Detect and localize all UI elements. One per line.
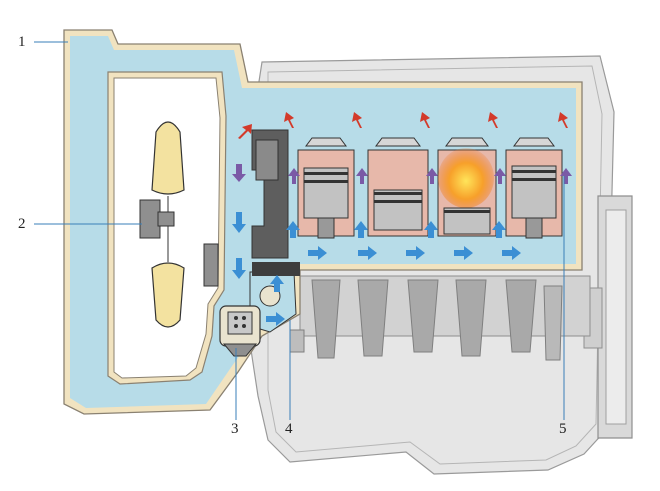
flow-arrow-icon — [266, 312, 285, 326]
flow-arrow-icon — [358, 246, 377, 260]
callout-2: 2 — [18, 216, 26, 232]
cylinders — [297, 137, 563, 239]
flow-arrow-icon — [406, 246, 425, 260]
flow-arrow-icon — [454, 246, 473, 260]
flow-arrow-icon — [492, 221, 506, 238]
flow-arrow-icon — [232, 212, 246, 233]
cylinder-4 — [505, 137, 563, 239]
flow-arrow-icon — [232, 164, 246, 182]
coolant-flow-arrows — [232, 212, 521, 326]
flow-arrow-icon — [426, 168, 438, 184]
cylinder-3 — [437, 137, 497, 237]
piston-icon — [303, 167, 349, 219]
callout-4: 4 — [285, 421, 293, 437]
flow-arrow-icon — [238, 124, 252, 139]
flow-arrow-icon — [284, 112, 294, 128]
radiator-cap-block — [203, 243, 219, 287]
crankshaft — [289, 275, 591, 361]
flow-arrow-icon — [286, 221, 300, 238]
flow-arrow-icon — [560, 168, 572, 184]
callout-1: 1 — [18, 34, 26, 50]
flow-arrow-icon — [356, 168, 368, 184]
leader-lines — [34, 41, 565, 420]
flow-arrow-icon — [288, 168, 300, 184]
flow-arrow-icon — [488, 112, 498, 128]
flow-arrow-icon — [308, 246, 327, 260]
flow-arrow-icon — [424, 221, 438, 238]
flow-arrow-icon — [354, 221, 368, 238]
flow-arrow-icon — [232, 258, 246, 279]
flow-arrow-icon — [352, 112, 362, 128]
hot-flow-arrows — [238, 112, 568, 139]
piston-icon — [511, 165, 557, 219]
flow-arrow-icon — [558, 112, 568, 128]
flow-arrow-icon — [270, 275, 284, 292]
callout-5: 5 — [559, 421, 567, 437]
flow-arrow-icon — [502, 246, 521, 260]
water-pump-icon — [249, 262, 300, 333]
cylinder-1 — [297, 137, 355, 239]
purple-flow-arrows — [232, 164, 572, 184]
combustion-flame — [438, 148, 494, 208]
fan-icon — [139, 121, 185, 328]
cylinder-2 — [367, 137, 429, 237]
flow-arrow-icon — [494, 168, 506, 184]
thermostat-icon — [219, 305, 261, 357]
callout-3: 3 — [231, 421, 239, 437]
piston-icon — [373, 189, 423, 231]
cylinder-head-block — [251, 129, 289, 259]
flow-arrow-icon — [420, 112, 430, 128]
